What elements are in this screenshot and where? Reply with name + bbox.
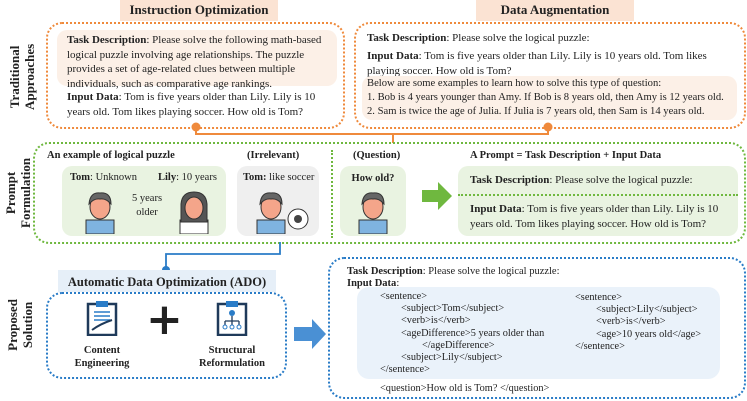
divider <box>331 150 333 238</box>
tom-soccer: Tom: like soccer <box>243 172 315 183</box>
blue-arrow-icon <box>294 319 326 349</box>
content-engineering-icon <box>86 301 118 336</box>
tom-unknown: Tom: Unknown <box>70 172 138 183</box>
structured-input <box>357 287 720 379</box>
io-input-data: Input Data: Tom is five years older than… <box>67 91 316 118</box>
pf-input-data: Input Data: Tom is five years older than… <box>470 203 719 230</box>
ado-title: Automatic Data Optimization (ADO) <box>58 270 276 292</box>
prompt-formulation-box <box>33 142 746 244</box>
question-tag: <question>How old is Tom? </question> <box>380 383 550 394</box>
green-arrow-icon <box>422 182 452 210</box>
tom-avatar-icon <box>256 192 286 234</box>
ado-box <box>46 292 287 379</box>
ado-input-label: Input Data: <box>347 278 400 289</box>
plus-icon: + <box>146 294 183 345</box>
lily-age: Lily: 10 years <box>158 172 217 183</box>
tom-avatar-icon <box>85 192 115 234</box>
lily-avatar-icon <box>179 191 209 234</box>
irrelevant-card: Tom: like soccer <box>237 166 319 236</box>
ado-output-box <box>328 257 746 399</box>
da-task-description: Task Description: Please solve the logic… <box>367 32 590 44</box>
da-input-data: Input Data: Tom is five years older than… <box>367 50 707 77</box>
prompt-card: Task Description: Please solve the logic… <box>458 166 738 236</box>
data-augmentation-header: Data Augmentation <box>476 0 634 21</box>
instruction-optimization-header: Instruction Optimization <box>120 0 278 21</box>
structural-reformulation-icon <box>216 301 248 336</box>
code-left: <sentence> <subject>Tom</subject> <verb>… <box>380 291 545 376</box>
how-old: How old? <box>351 173 395 184</box>
soccer-ball-icon <box>287 208 309 230</box>
da-examples: Below are some examples to learn how to … <box>362 76 737 120</box>
question-title: (Question) <box>353 150 401 161</box>
example-title: An example of logical puzzle <box>47 150 175 161</box>
prompt-divider <box>458 194 738 196</box>
io-task-description: Task Description: Please solve the follo… <box>57 30 337 90</box>
ado-task-description: Task Description: Please solve the logic… <box>347 266 560 277</box>
pf-task-description: Task Description: Please solve the logic… <box>470 174 693 186</box>
tom-avatar-icon <box>358 192 388 234</box>
orange-connector <box>191 122 553 143</box>
question-card: How old? <box>340 166 406 236</box>
irrelevant-title: (Irrelevant) <box>247 150 300 161</box>
prompt-title: A Prompt = Task Description + Input Data <box>470 150 662 161</box>
code-right: <sentence> <subject>Lily</subject> <verb… <box>575 292 701 352</box>
